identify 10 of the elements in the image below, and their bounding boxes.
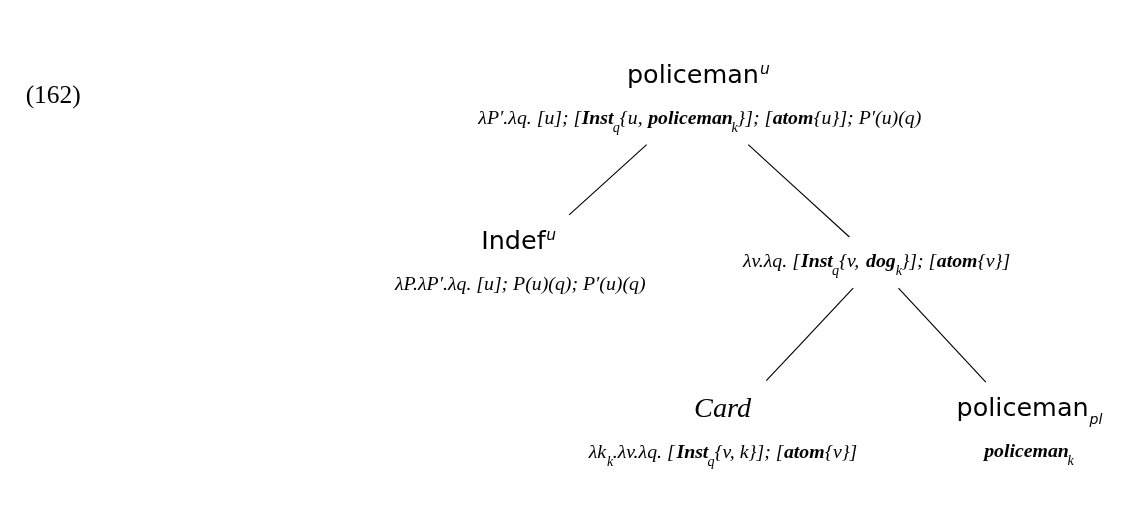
node-text: λv.λq. [Inst$_{q}${v, dog$_{k}$}]; [atom{v}] [742,248,1011,278]
node-text: Card λk$_{k}$.λv.λq. [Inst$_{q}${v, k}]; [atom{v}] [588,391,858,469]
connector [568,143,648,215]
node-text: policeman$_{pl}$ policeman$_{k}$ [956,391,1103,468]
node-text: policeman$^{u}$ λP′.λq. [u]; [Inst$_{q}${u, policeman$_{k}$}]; [atom{u}]; P′(u)(q) [478,58,922,135]
label: (162) [25,79,81,109]
node-text: Indef$^{u}$ λP.λP′.λq. [u]; P(u)(q); P′(u)(q) [394,224,646,294]
connector [765,287,854,381]
connector [747,143,850,238]
connector [897,287,987,383]
